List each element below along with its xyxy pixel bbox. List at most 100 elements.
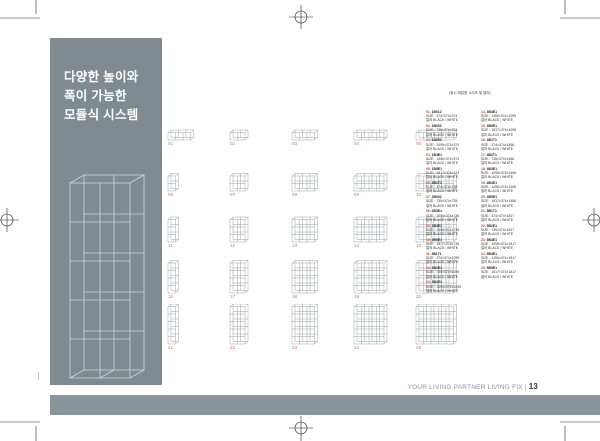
shelf-drawing xyxy=(291,260,318,294)
spec-size: SIZE : 1456×374×735 xyxy=(426,227,460,232)
variant-number: 14 xyxy=(354,243,360,248)
spec-color: 컬러 BLACK / WHITE xyxy=(426,232,459,236)
spec-size: SIZE : 1095×374×735 xyxy=(426,213,460,218)
side-tab-mark xyxy=(38,372,47,380)
spec-color: 컬러 BLACK / WHITE xyxy=(481,189,514,194)
spec-number: 21. xyxy=(481,209,487,214)
shelf-drawing xyxy=(229,216,249,243)
spec-color: 컬러 BLACK / WHITE xyxy=(481,161,514,165)
shelf-variant-19: 19 xyxy=(351,253,401,302)
variant-number: 02 xyxy=(230,141,236,146)
spec-model: 2B002 xyxy=(431,195,442,200)
shelf-drawing xyxy=(167,260,179,294)
page-title: 다양한 높이와 폭이 가능한 모듈식 시스템 xyxy=(64,68,139,125)
variant-number: 06 xyxy=(168,192,174,197)
variant-number: 12 xyxy=(230,243,236,248)
shelf-variant-15: 15 xyxy=(413,202,463,251)
spec-model: 2B4E1 xyxy=(431,223,443,228)
spec-number: 15. xyxy=(481,124,487,129)
spec-color: 컬러 BLACK / WHITE xyxy=(426,246,459,251)
spec-number: 04. xyxy=(426,152,432,157)
shelf-drawing xyxy=(167,304,179,345)
shelf-drawing xyxy=(353,129,388,141)
variant-number: 16 xyxy=(168,294,174,299)
spec-number: 20. xyxy=(481,195,487,200)
spec-model: 5B2E1 xyxy=(486,223,498,228)
spec-color: 컬러 BLACK / WHITE xyxy=(426,189,459,194)
spec-model: 4B3E1 xyxy=(486,166,498,171)
shelf-variant-07: 07 xyxy=(227,151,277,200)
variant-number: 05 xyxy=(416,141,422,146)
spec-number: 06. xyxy=(426,181,432,185)
spec-size: SIZE : 374×374×374 xyxy=(426,114,458,119)
variant-number: 04 xyxy=(354,141,360,146)
spec-model: 4B2T1 xyxy=(486,152,497,157)
shelf-drawing xyxy=(353,216,388,243)
spec-number: 12. xyxy=(426,266,432,271)
shelf-drawing xyxy=(291,304,318,345)
shelf-drawing xyxy=(415,129,457,141)
shelf-illustration xyxy=(69,174,145,379)
spec-number: 08. xyxy=(426,209,432,214)
title-panel: 다양한 높이와 폭이 가능한 모듈식 시스템 xyxy=(50,38,162,385)
spec-color: 컬러 BLACK / WHITE xyxy=(426,118,459,123)
series-caption: (위시 매립형 시리즈 및 컬러) xyxy=(449,91,491,95)
shelf-drawing xyxy=(229,129,249,141)
spec-number: 25. xyxy=(481,266,487,271)
spec-size: SIZE : 1817×374×735 xyxy=(426,242,460,246)
spec-color: 컬러 BLACK / WHITE xyxy=(481,260,514,265)
spec-size: SIZE : 1456×374×1095 xyxy=(481,114,517,119)
spec-model: 1B4E1 xyxy=(431,152,443,157)
shelf-variant-13: 13 xyxy=(289,202,339,251)
spec-color: 컬러 BLACK / WHITE xyxy=(481,118,514,123)
spec-color: 컬러 BLACK / WHITE xyxy=(426,203,459,208)
shelf-variant-11: 11 xyxy=(165,202,215,251)
spec-size: SIZE : 1817×374×374 xyxy=(426,171,460,175)
spec-model: 5B3E1 xyxy=(486,237,498,242)
spec-size: SIZE : 735×374×1456 xyxy=(481,156,515,161)
spec-model: 4B1T1 xyxy=(486,138,497,143)
variant-number: 23 xyxy=(292,345,298,350)
spec-size: SIZE : 1095×374×1817 xyxy=(481,242,517,246)
shelf-drawing xyxy=(415,216,457,243)
spec-size: SIZE : 1456×374×374 xyxy=(426,156,460,161)
spec-model: 3B3E1 xyxy=(431,280,443,285)
spec-size: SIZE : 1095×374×374 xyxy=(426,142,460,147)
spec-model: 4B4E1 xyxy=(486,181,498,185)
shelf-variant-08: 08 xyxy=(289,151,339,200)
variant-number: 18 xyxy=(292,294,298,299)
variant-number: 22 xyxy=(230,345,236,350)
spec-size: SIZE : 374×374×1095 xyxy=(426,256,460,261)
spec-number: 23. xyxy=(481,237,487,242)
spec-model: 1B012 xyxy=(431,110,442,114)
variant-number: 09 xyxy=(354,192,360,197)
spec-size: SIZE : 735×374×1817 xyxy=(481,227,515,232)
footer-tagline-text: YOUR LIVING PARTNER LIVING FIX | xyxy=(407,384,527,391)
variant-number: 07 xyxy=(230,192,236,197)
spec-number: 13. xyxy=(426,280,432,285)
spec-model: 3B4E1 xyxy=(486,110,498,114)
spec-color: 컬러 BLACK / WHITE xyxy=(426,260,459,265)
shelf-drawing xyxy=(291,173,318,192)
spec-size: SIZE : 735×374×1095 xyxy=(426,270,460,275)
spec-number: 10. xyxy=(426,237,432,242)
spec-color: 컬러 BLACK / WHITE xyxy=(481,246,514,251)
variant-number: 03 xyxy=(292,141,298,146)
spec-color: 컬러 BLACK / WHITE xyxy=(426,217,459,222)
spec-number: 19. xyxy=(481,181,487,185)
spec-model: 2B5E1 xyxy=(431,237,443,242)
spec-number: 07. xyxy=(426,195,432,200)
